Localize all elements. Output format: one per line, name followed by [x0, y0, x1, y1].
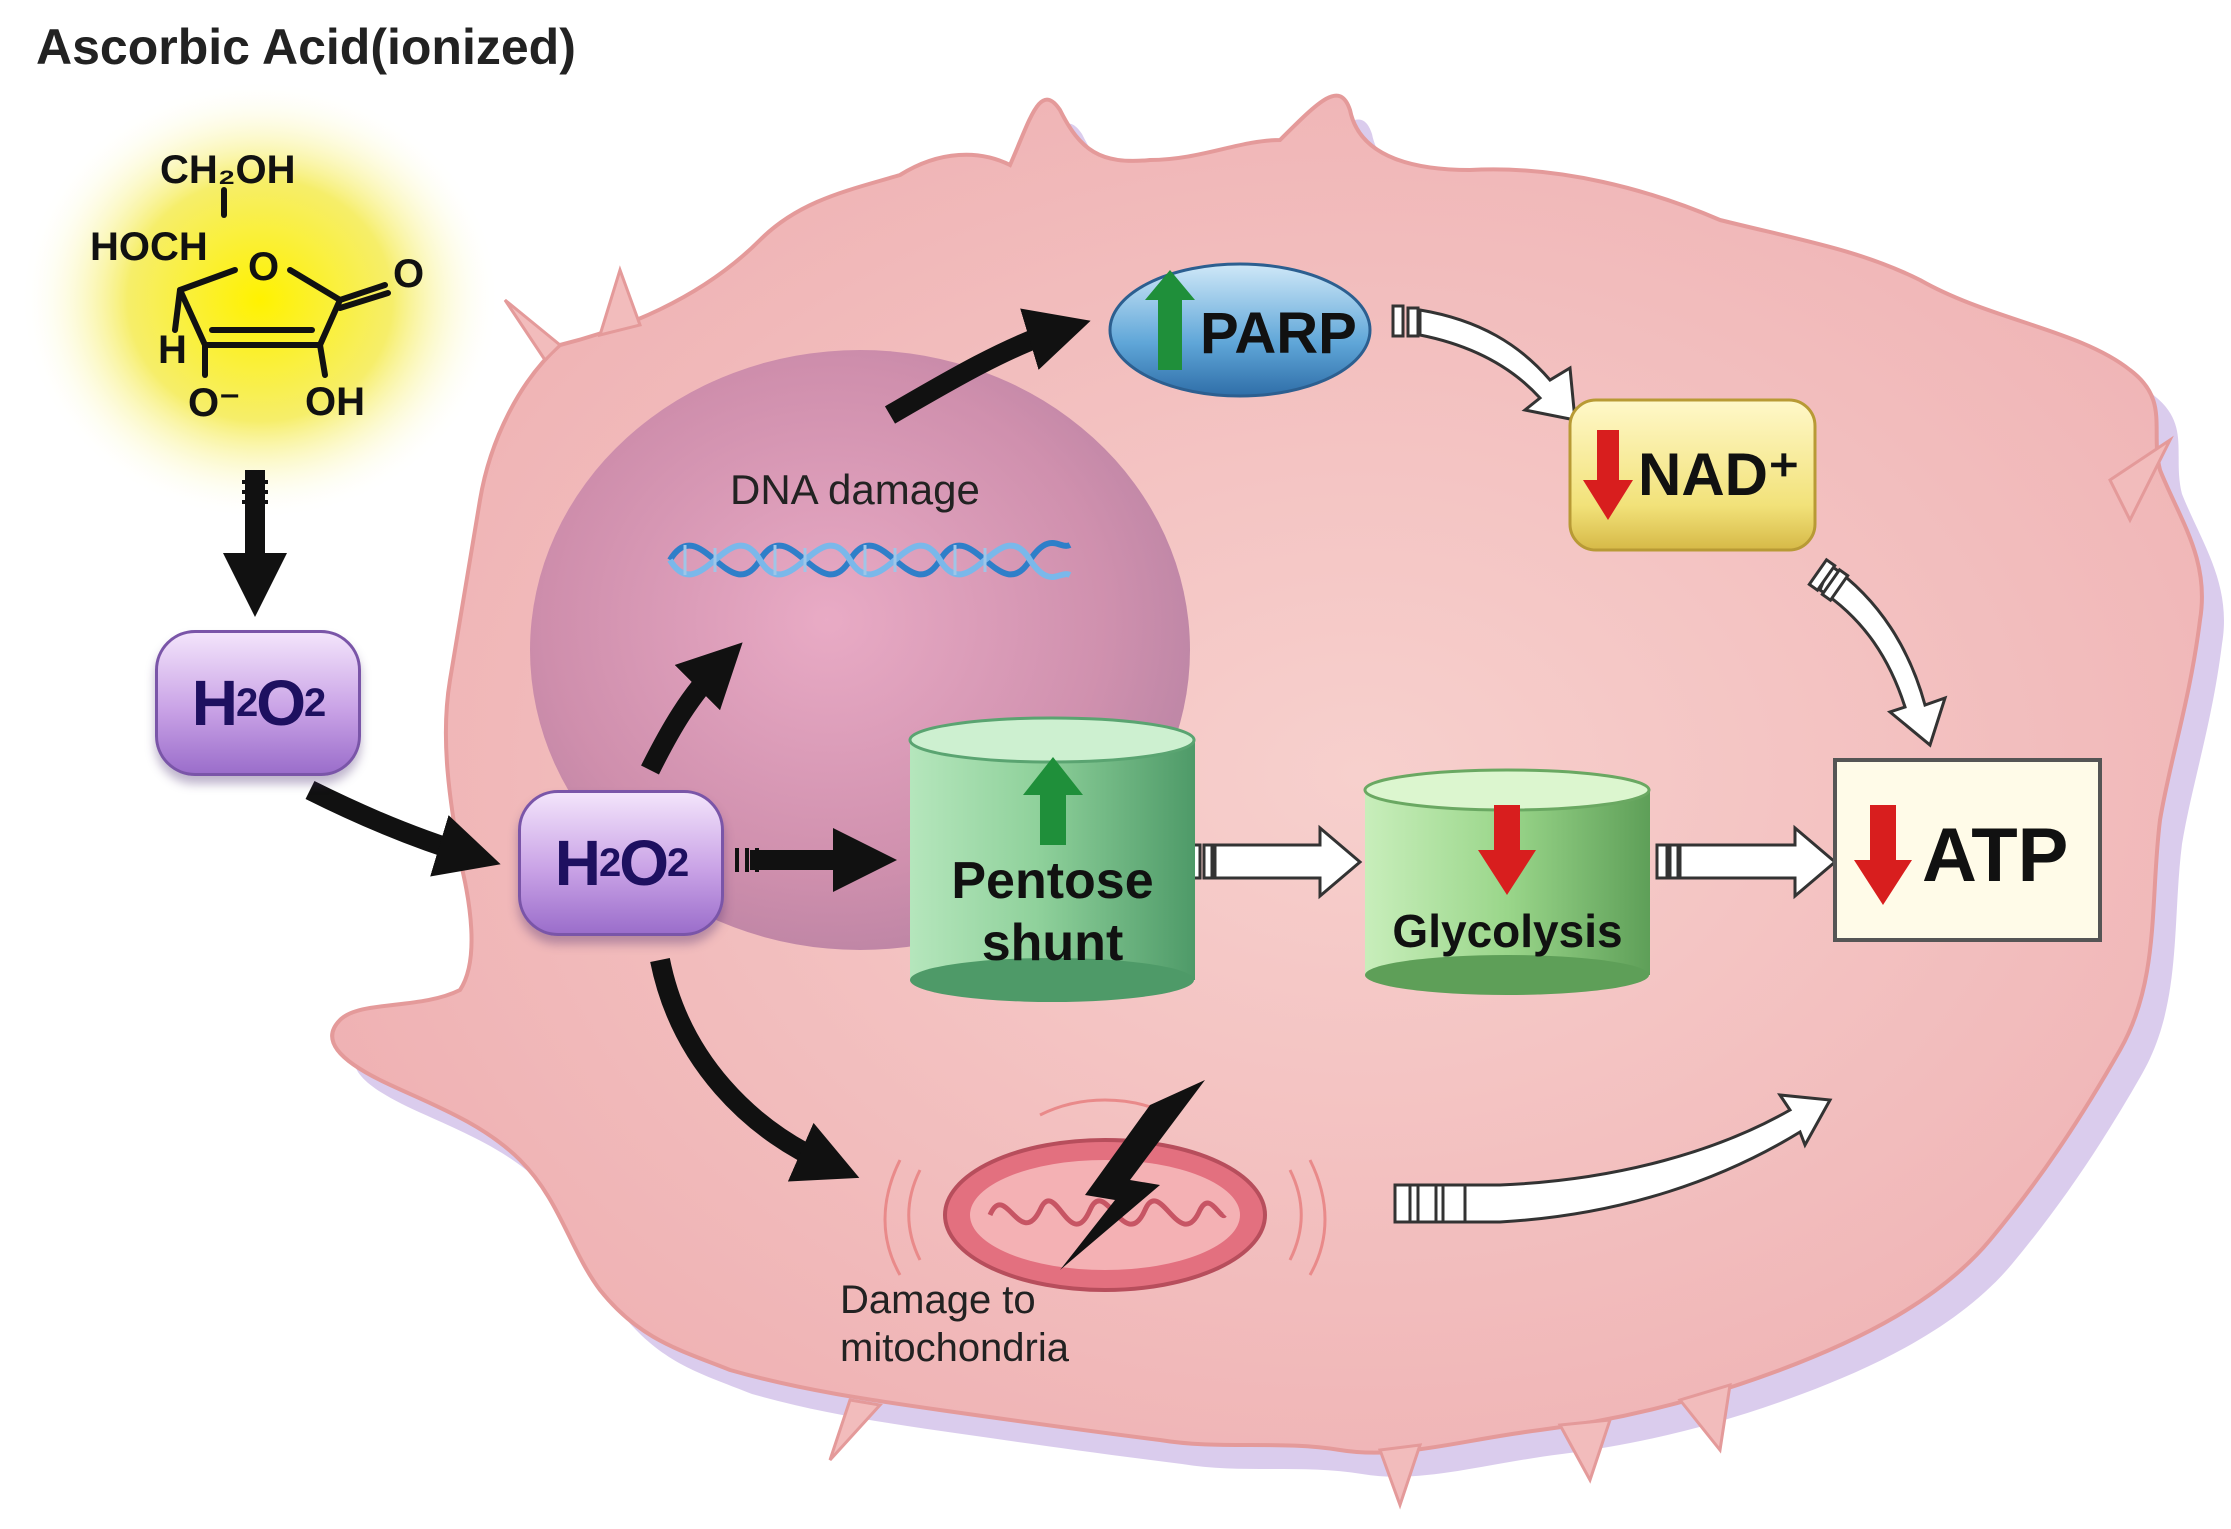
atom-ring-oxygen: O — [248, 245, 280, 289]
parp-up-arrow-icon — [1145, 270, 1195, 370]
arrow-dna-to-parp — [884, 308, 1091, 424]
dna-helix-icon — [667, 540, 1072, 580]
glycolysis-label: Glycolysis — [1392, 905, 1623, 957]
h2o2-outer-sub1: 2 — [235, 680, 258, 725]
arrow-glycolysis-to-atp — [1678, 824, 1838, 900]
pentose-shunt-label: Pentose shunt — [940, 850, 1165, 974]
h2o2-outer-o: O — [256, 667, 306, 739]
atom-hydroxyl: OH — [305, 380, 365, 424]
pentose-up-arrow-icon — [1023, 757, 1083, 845]
white-arrows — [1213, 308, 1948, 1224]
arrow-mitochondria-to-atp — [1398, 1093, 1833, 1224]
arrow-pentose-to-glycolysis — [1213, 824, 1363, 900]
parp-label: PARP — [1200, 301, 1357, 366]
atom-hoch: HOCH — [90, 225, 208, 269]
dash-marks — [242, 480, 759, 872]
down-arrow-icon — [1478, 430, 1912, 905]
h2o2-outer-h: H — [191, 667, 238, 739]
up-arrow-icon — [1023, 270, 1195, 845]
pentose-label-line2: shunt — [981, 914, 1124, 972]
figure-title: Ascorbic Acid(ionized) — [36, 19, 576, 75]
h2o2-inner-sub2: 2 — [667, 840, 689, 885]
arrow-h2o2-into-cell — [305, 781, 501, 877]
h2o2-outer-sub2: 2 — [304, 680, 326, 725]
dna-damage-label: DNA damage — [730, 466, 980, 513]
nad-node — [1568, 398, 1817, 552]
h2o2-inner-o: O — [619, 827, 669, 899]
mitochondria-damage-label: Damage to mitochondria — [840, 1276, 1069, 1372]
arrow-h2o2-to-mitochondria — [650, 958, 860, 1182]
atom-ch2oh: CH₂OH — [160, 148, 296, 192]
atom-o-minus: O⁻ — [188, 381, 241, 425]
pentose-label-line1: Pentose — [951, 852, 1154, 910]
atp-label: ATP — [1922, 813, 2069, 898]
atom-carbonyl-oxygen: O — [393, 252, 425, 296]
black-arrows — [222, 308, 1091, 1182]
nad-label: NAD⁺ — [1638, 441, 1800, 508]
lightning-bolt-icon — [1060, 1080, 1205, 1270]
glycolysis-down-arrow-icon — [1478, 805, 1536, 895]
mito-label-line2: mitochondria — [840, 1326, 1070, 1370]
mito-label-line1: Damage to — [840, 1278, 1036, 1322]
arrow-h2o2-to-dna — [641, 642, 743, 775]
h2o2-inner-sub1: 2 — [598, 840, 621, 885]
h2o2-inner-h: H — [554, 827, 601, 899]
atom-hydrogen: H — [158, 328, 187, 372]
nad-down-arrow-icon — [1583, 430, 1633, 520]
molecule-glow — [20, 80, 500, 520]
membrane-spikes — [503, 265, 2174, 1510]
ascorbic-acid-structure — [172, 187, 391, 378]
atp-down-arrow-icon — [1854, 805, 1912, 905]
arrow-nad-to-atp — [1818, 562, 1948, 748]
